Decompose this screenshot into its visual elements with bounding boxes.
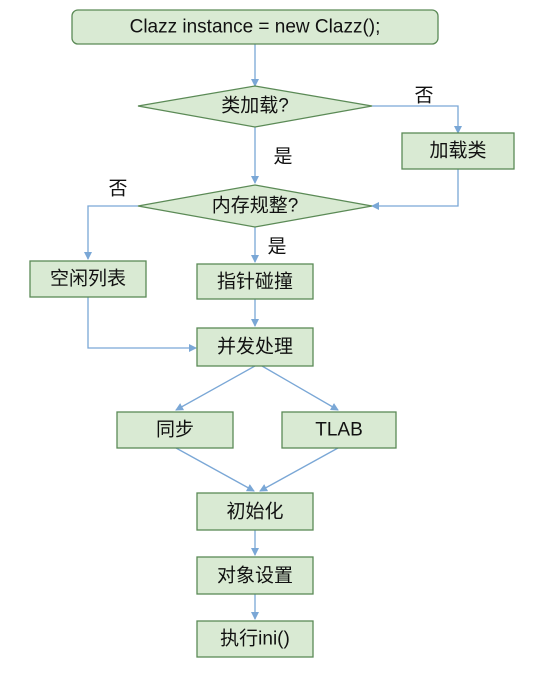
exec-init-label: 执行ini() bbox=[220, 628, 290, 650]
sync-node bbox=[116, 411, 234, 449]
load-class-node bbox=[401, 132, 515, 170]
edge-load-class-to-memory bbox=[371, 169, 459, 210]
sync-label: 同步 bbox=[156, 419, 194, 441]
init-label: 初始化 bbox=[226, 501, 283, 523]
free-list-node bbox=[29, 260, 147, 298]
init-node bbox=[196, 492, 314, 531]
edge-sync-to-init bbox=[175, 447, 255, 492]
object-setup-label: 对象设置 bbox=[217, 565, 293, 587]
tlab-label: TLAB bbox=[315, 420, 363, 441]
memory-regular-label: 内存规整? bbox=[212, 195, 299, 217]
edge-label-memory-no: 否 bbox=[108, 179, 127, 200]
start-node bbox=[71, 9, 439, 45]
concurrency-node bbox=[196, 327, 314, 367]
edge-concurrency-to-tlab bbox=[261, 365, 339, 411]
edge-label-class-loaded-no: 否 bbox=[414, 86, 433, 107]
tlab-node bbox=[281, 411, 397, 449]
edges bbox=[84, 44, 462, 620]
exec-init-node bbox=[196, 620, 314, 658]
class-loaded-decision bbox=[137, 85, 373, 128]
edge-tlab-to-init bbox=[259, 447, 339, 492]
pointer-bump-label: 指针碰撞 bbox=[217, 271, 293, 293]
memory-regular-decision bbox=[137, 184, 373, 228]
edge-class-loaded-no-to-load-class bbox=[372, 105, 462, 134]
object-setup-node bbox=[196, 556, 314, 595]
edge-free-list-to-concurrency bbox=[87, 297, 197, 352]
edge-memory-no-to-free-list bbox=[84, 205, 138, 260]
free-list-label: 空闲列表 bbox=[50, 268, 126, 290]
concurrency-label: 并发处理 bbox=[217, 336, 293, 358]
edge-label-class-loaded-yes: 是 bbox=[273, 147, 292, 168]
pointer-bump-node bbox=[196, 263, 314, 300]
edge-label-memory-yes: 是 bbox=[267, 237, 286, 258]
load-class-label: 加载类 bbox=[429, 140, 486, 162]
edge-concurrency-to-sync bbox=[175, 365, 256, 411]
class-loaded-label: 类加载? bbox=[221, 95, 289, 117]
start-label: Clazz instance = new Clazz(); bbox=[130, 17, 381, 38]
